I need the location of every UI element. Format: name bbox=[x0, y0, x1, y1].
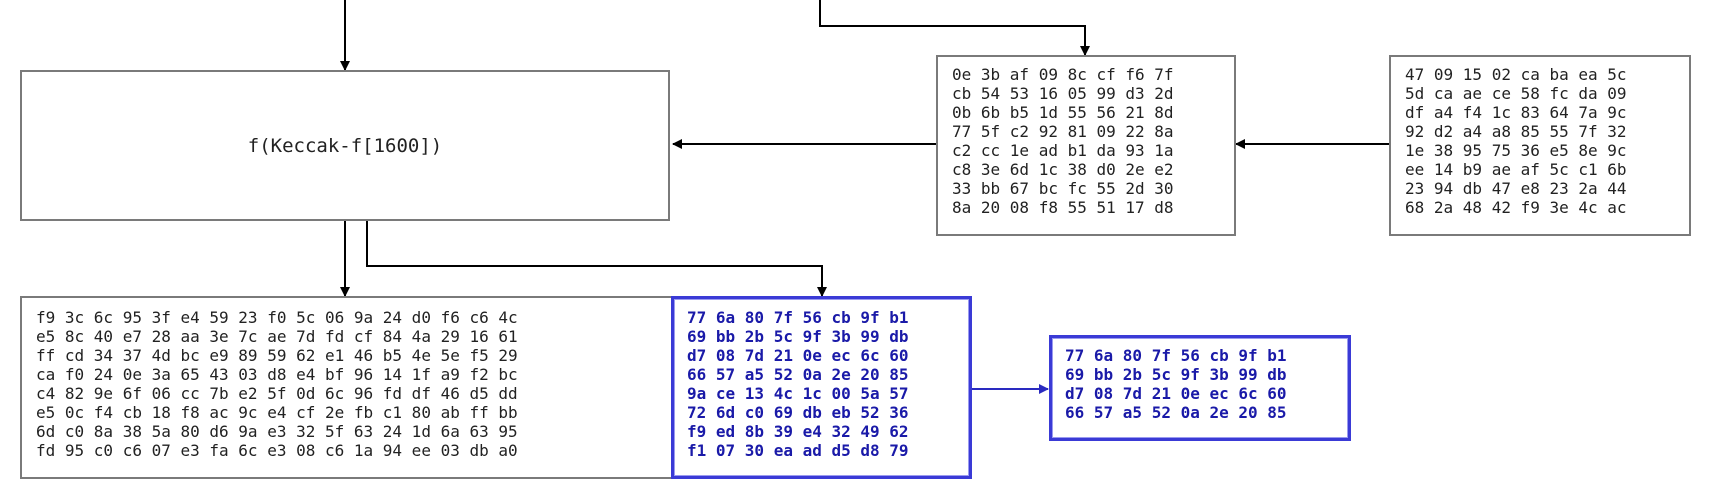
arrow-function-to-rate bbox=[366, 221, 827, 297]
hex-row: 0e 3b af 09 8c cf f6 7f bbox=[952, 65, 1174, 84]
hex-row: ee 14 b9 ae af 5c c1 6b bbox=[1405, 160, 1627, 179]
hex-row: 47 09 15 02 ca ba ea 5c bbox=[1405, 65, 1627, 84]
hex-row: ff cd 34 37 4d bc e9 89 59 62 e1 46 b5 4… bbox=[36, 346, 518, 365]
hex-row: 0b 6b b5 1d 55 56 21 8d bbox=[952, 103, 1174, 122]
hex-row: 77 5f c2 92 81 09 22 8a bbox=[952, 122, 1174, 141]
hex-row: 9a ce 13 4c 1c 00 5a 57 bbox=[687, 384, 909, 403]
hex-row: d7 08 7d 21 0e ec 6c 60 bbox=[687, 346, 909, 365]
hex-row: e5 8c 40 e7 28 aa 3e 7c ae 7d fd cf 84 4… bbox=[36, 327, 518, 346]
hex-row: c4 82 9e 6f 06 cc 7b e2 5f 0d 6c 96 fd d… bbox=[36, 384, 518, 403]
hex-row: 23 94 db 47 e8 23 2a 44 bbox=[1405, 179, 1627, 198]
hex-row: c8 3e 6d 1c 38 d0 2e e2 bbox=[952, 160, 1174, 179]
hex-row: 5d ca ae ce 58 fc da 09 bbox=[1405, 84, 1627, 103]
hex-row: c2 cc 1e ad b1 da 93 1a bbox=[952, 141, 1174, 160]
hex-row: 66 57 a5 52 0a 2e 20 85 bbox=[1065, 403, 1287, 422]
hex-row: 77 6a 80 7f 56 cb 9f b1 bbox=[687, 308, 909, 327]
output-state-box: f9 3c 6c 95 3f e4 59 23 f0 5c 06 9a 24 d… bbox=[20, 296, 675, 479]
hex-row: 8a 20 08 f8 55 51 17 d8 bbox=[952, 198, 1174, 217]
hex-row: e5 0c f4 cb 18 f8 ac 9c e4 cf 2e fb c1 8… bbox=[36, 403, 518, 422]
hex-row: 77 6a 80 7f 56 cb 9f b1 bbox=[1065, 346, 1287, 365]
hex-row: 66 57 a5 52 0a 2e 20 85 bbox=[687, 365, 909, 384]
hex-row: f1 07 30 ea ad d5 d8 79 bbox=[687, 441, 909, 460]
hex-row: 92 d2 a4 a8 85 55 7f 32 bbox=[1405, 122, 1627, 141]
hex-row: ca f0 24 0e 3a 65 43 03 d8 e4 bf 96 14 1… bbox=[36, 365, 518, 384]
hex-row: f9 3c 6c 95 3f e4 59 23 f0 5c 06 9a 24 d… bbox=[36, 308, 518, 327]
output-state-hex: f9 3c 6c 95 3f e4 59 23 f0 5c 06 9a 24 d… bbox=[36, 308, 673, 460]
keccak-function-box: f(Keccak-f[1600]) bbox=[20, 70, 670, 221]
hex-row: df a4 f4 1c 83 64 7a 9c bbox=[1405, 103, 1627, 122]
hex-row: cb 54 53 16 05 99 d3 2d bbox=[952, 84, 1174, 103]
arrow-into-input-state bbox=[819, 0, 1090, 56]
hex-row: 69 bb 2b 5c 9f 3b 99 db bbox=[1065, 365, 1287, 384]
hex-row: 33 bb 67 bc fc 55 2d 30 bbox=[952, 179, 1174, 198]
hex-row: fd 95 c0 c6 07 e3 fa 6c e3 08 c6 1a 94 e… bbox=[36, 441, 518, 460]
hex-row: 69 bb 2b 5c 9f 3b 99 db bbox=[687, 327, 909, 346]
hex-row: d7 08 7d 21 0e ec 6c 60 bbox=[1065, 384, 1287, 403]
function-label: f(Keccak-f[1600]) bbox=[247, 134, 443, 157]
hex-row: 68 2a 48 42 f9 3e 4c ac bbox=[1405, 198, 1627, 217]
hex-row: 1e 38 95 75 36 e5 8e 9c bbox=[1405, 141, 1627, 160]
hex-row: 72 6d c0 69 db eb 52 36 bbox=[687, 403, 909, 422]
hex-row: 6d c0 8a 38 5a 80 d6 9a e3 32 5f 63 24 1… bbox=[36, 422, 518, 441]
hex-row: f9 ed 8b 39 e4 32 49 62 bbox=[687, 422, 909, 441]
